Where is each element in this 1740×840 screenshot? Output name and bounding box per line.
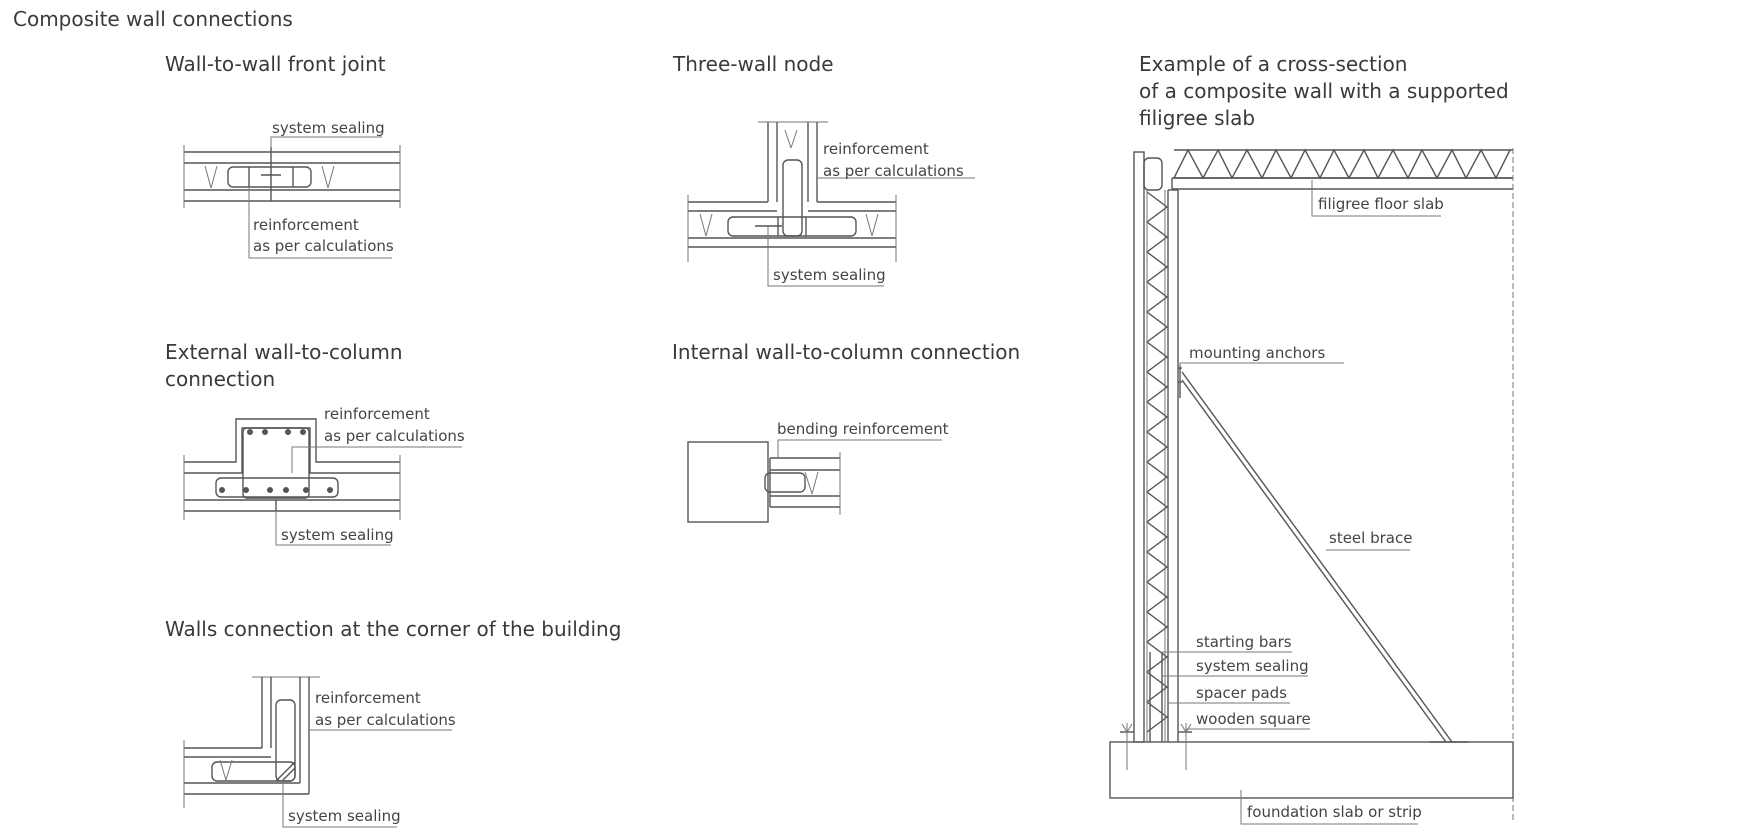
three-wall-reinforcement-label-2: as per calculations (823, 162, 964, 180)
int-column-title: Internal wall-to-column connection (672, 340, 1021, 364)
front-joint-reinforcement-label-1: reinforcement (253, 216, 359, 234)
front-joint-reinforcement-label-2: as per calculations (253, 237, 394, 255)
front-joint-drawing (183, 145, 401, 208)
three-wall-drawing (687, 121, 897, 262)
three-wall-sealing-callout: system sealing (767, 226, 886, 287)
three-wall-sealing-label: system sealing (773, 266, 886, 284)
corner-reinforcement-label-1: reinforcement (315, 689, 421, 707)
spacer-callout: spacer pads (1168, 684, 1290, 704)
foundation-callout: foundation slab or strip (1240, 790, 1422, 825)
starting-bars-label: starting bars (1196, 633, 1292, 651)
cross-section-drawing (1109, 148, 1514, 820)
ext-column-drawing (183, 418, 401, 520)
three-wall-reinforcement-label-1: reinforcement (823, 140, 929, 158)
front-joint-sealing-label: system sealing (272, 119, 385, 137)
wooden-label: wooden square (1196, 710, 1311, 728)
ext-column-title-line1: External wall-to-column (165, 340, 403, 364)
ext-column-reinforcement-callout: reinforcement as per calculations (291, 405, 465, 473)
front-joint-reinforcement-callout: reinforcement as per calculations (248, 187, 394, 259)
corner-reinforcement-callout: reinforcement as per calculations (309, 689, 456, 731)
wooden-callout: wooden square (1186, 710, 1311, 730)
corner-reinforcement-label-2: as per calculations (315, 711, 456, 729)
corner-sealing-label: system sealing (288, 807, 401, 825)
corner-drawing (183, 676, 320, 808)
ext-column-reinforcement-label-2: as per calculations (324, 427, 465, 445)
foundation-label: foundation slab or strip (1247, 803, 1422, 821)
anchors-label: mounting anchors (1189, 344, 1325, 362)
ext-column-sealing-label: system sealing (281, 526, 394, 544)
spacer-label: spacer pads (1196, 684, 1287, 702)
page-title: Composite wall connections (13, 7, 293, 31)
ext-column-title-line2: connection (165, 367, 276, 391)
ext-column-sealing-callout: system sealing (275, 511, 394, 546)
front-joint-sealing-callout: system sealing (270, 119, 385, 148)
brace-callout: steel brace (1326, 529, 1412, 551)
anchors-callout: mounting anchors (1179, 344, 1344, 368)
cross-section-title-line2: of a composite wall with a supported (1139, 79, 1509, 103)
brace-label: steel brace (1329, 529, 1412, 547)
starting-bars-callout: starting bars (1162, 633, 1292, 653)
ext-column-reinforcement-label-1: reinforcement (324, 405, 430, 423)
corner-title: Walls connection at the corner of the bu… (165, 617, 622, 641)
filigree-label: filigree floor slab (1318, 195, 1444, 213)
cs-sealing-label: system sealing (1196, 657, 1309, 675)
cs-sealing-callout: system sealing (1162, 657, 1309, 677)
cross-section-title-line1: Example of a cross-section (1139, 52, 1408, 76)
int-column-bending-callout: bending reinforcement (777, 420, 949, 458)
filigree-callout: filigree floor slab (1311, 180, 1444, 217)
corner-sealing-callout: system sealing (282, 780, 401, 828)
int-column-bending-label: bending reinforcement (777, 420, 949, 438)
int-column-drawing (687, 441, 841, 523)
front-joint-title: Wall-to-wall front joint (165, 52, 386, 76)
three-wall-reinforcement-callout: reinforcement as per calculations (816, 140, 975, 180)
cross-section-title-line3: filigree slab (1139, 106, 1256, 130)
three-wall-title: Three-wall node (673, 52, 834, 76)
